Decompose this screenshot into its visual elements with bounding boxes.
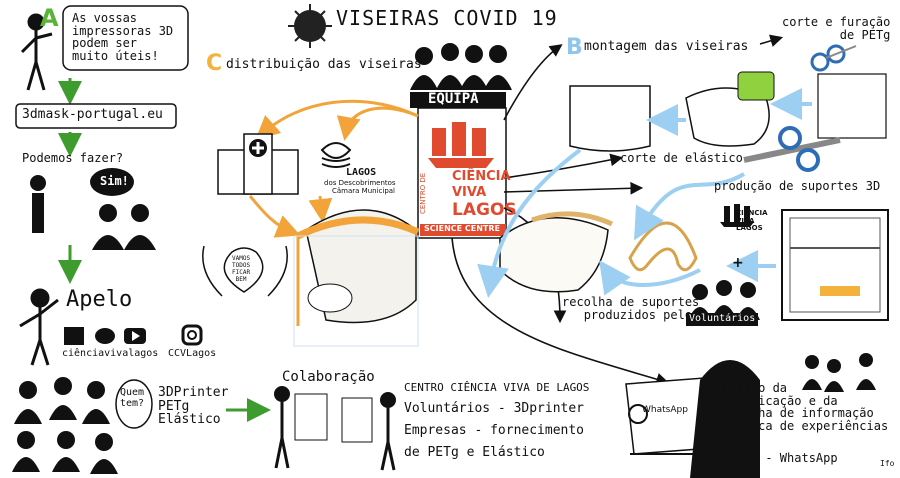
- appeal-person-icon: [19, 288, 59, 366]
- orange-arrows: [248, 99, 419, 238]
- communication-people: [802, 353, 876, 392]
- collaboration-icon: [274, 386, 396, 471]
- cvl-line-2: VIVA: [452, 185, 487, 200]
- speech-text: As vossas impressoras 3D podem ser muito…: [72, 11, 174, 63]
- lagos-sub2: Câmara Municipal: [332, 187, 396, 195]
- cvl-line-1: CIÊNCIA: [452, 169, 511, 184]
- youtube-icon: [124, 328, 146, 344]
- speech-bubble: [62, 5, 189, 71]
- visor-sheet: [569, 85, 651, 152]
- team-banner: [410, 92, 506, 108]
- sim-bubble: [90, 168, 134, 196]
- collab-center: CENTRO CIÊNCIA VIVA DE LAGOS: [404, 381, 590, 394]
- two-people-question: [30, 175, 156, 250]
- cut-petg-label: corte e furação de PETg: [782, 15, 891, 42]
- petg-sheet: [817, 73, 887, 139]
- needs-items: 3DPrinter PETg Elástico: [158, 385, 229, 428]
- step-b-letter: B: [566, 35, 583, 60]
- cvl-line-3: LAGOS: [452, 200, 517, 220]
- cvl-ship-icon: [428, 122, 494, 168]
- green-arrows: [58, 78, 271, 422]
- twitter-icon: [95, 328, 115, 344]
- team-icon: [410, 43, 512, 90]
- page-title: VISEIRAS COVID 19: [336, 6, 558, 30]
- social-handle-1: ciênciavivalagos: [62, 348, 159, 359]
- question-bubble: [115, 379, 153, 429]
- whatsapp-group: Grupo - WhatsApp: [722, 451, 838, 465]
- step-b-label: montagem das viseiras: [584, 39, 749, 54]
- team-label: EQUIPA: [428, 91, 479, 107]
- collection-label: recolha de suportes produzidos pelos: [562, 295, 700, 322]
- crowd-icon: [12, 377, 118, 474]
- 3d-printed-visor: [685, 71, 775, 147]
- blue-arrows: [477, 88, 812, 298]
- visor-assembly: [499, 211, 614, 293]
- face-shield-person: [293, 209, 420, 347]
- lagos-logo-icon: [320, 142, 352, 168]
- question-text: Podemos fazer?: [22, 151, 124, 165]
- plus-sign: +: [732, 255, 744, 271]
- lagos-sub: dos Descobrimentos: [324, 179, 396, 187]
- who-has-text: Quem tem?: [120, 387, 145, 409]
- virus-icon: [288, 4, 332, 48]
- headband-icon: [628, 221, 698, 272]
- step-c-label: distribuição das viseiras: [226, 57, 422, 72]
- sim-text: Sim!: [100, 174, 129, 188]
- collab-line-2: Empresas - fornecimento: [404, 423, 585, 438]
- step-c-letter: C: [206, 51, 223, 76]
- lagos-name: LAGOS: [346, 167, 377, 178]
- collab-title: Colaboração: [282, 369, 375, 385]
- whatsapp-icon: [628, 404, 648, 424]
- heart-hands-icon: [202, 245, 288, 297]
- volunteers-label: Voluntários: [686, 313, 759, 326]
- small-cvl-logo: CIÊNCIA VIVA LAGOS: [736, 209, 768, 233]
- person-a-icon: [20, 13, 53, 91]
- social-handle-2: CCVLagos: [168, 348, 217, 359]
- scissors-icon: [810, 44, 857, 72]
- collab-line-3: de PETg e Elástico: [404, 445, 545, 460]
- hospital-icon: [217, 133, 299, 195]
- step-a-letter: A: [40, 4, 59, 32]
- 3d-printer-icon: [781, 209, 889, 321]
- hearts-text: VAMOS TODOS FICAR BEM: [232, 255, 251, 283]
- instagram-icon: [181, 324, 203, 346]
- cvl-band: [420, 224, 506, 236]
- cvl-side: CENTRO DE: [419, 172, 427, 214]
- cvl-small-ship-icon: [720, 204, 754, 227]
- elastic-scissors-icon: [743, 126, 841, 172]
- cvl-band-text: SCIENCE CENTRE: [424, 224, 501, 233]
- signature: Ifo: [880, 459, 895, 468]
- appeal-title: Apelo: [66, 287, 133, 312]
- communication-text: Gestão da comunicação e da recolha de in…: [722, 381, 889, 433]
- facebook-icon: [64, 327, 84, 345]
- collab-line-1: Voluntários - 3Dprinter: [404, 401, 585, 416]
- cut-elastic-label: corte de elástico: [620, 151, 743, 165]
- whatsapp-brand: WhatsApp: [642, 405, 688, 415]
- production-label: produção de suportes 3D: [714, 179, 881, 193]
- hooded-person-icon: [690, 360, 760, 478]
- site-box: [15, 103, 177, 129]
- site-link[interactable]: 3dmask-portugal.eu: [22, 107, 163, 122]
